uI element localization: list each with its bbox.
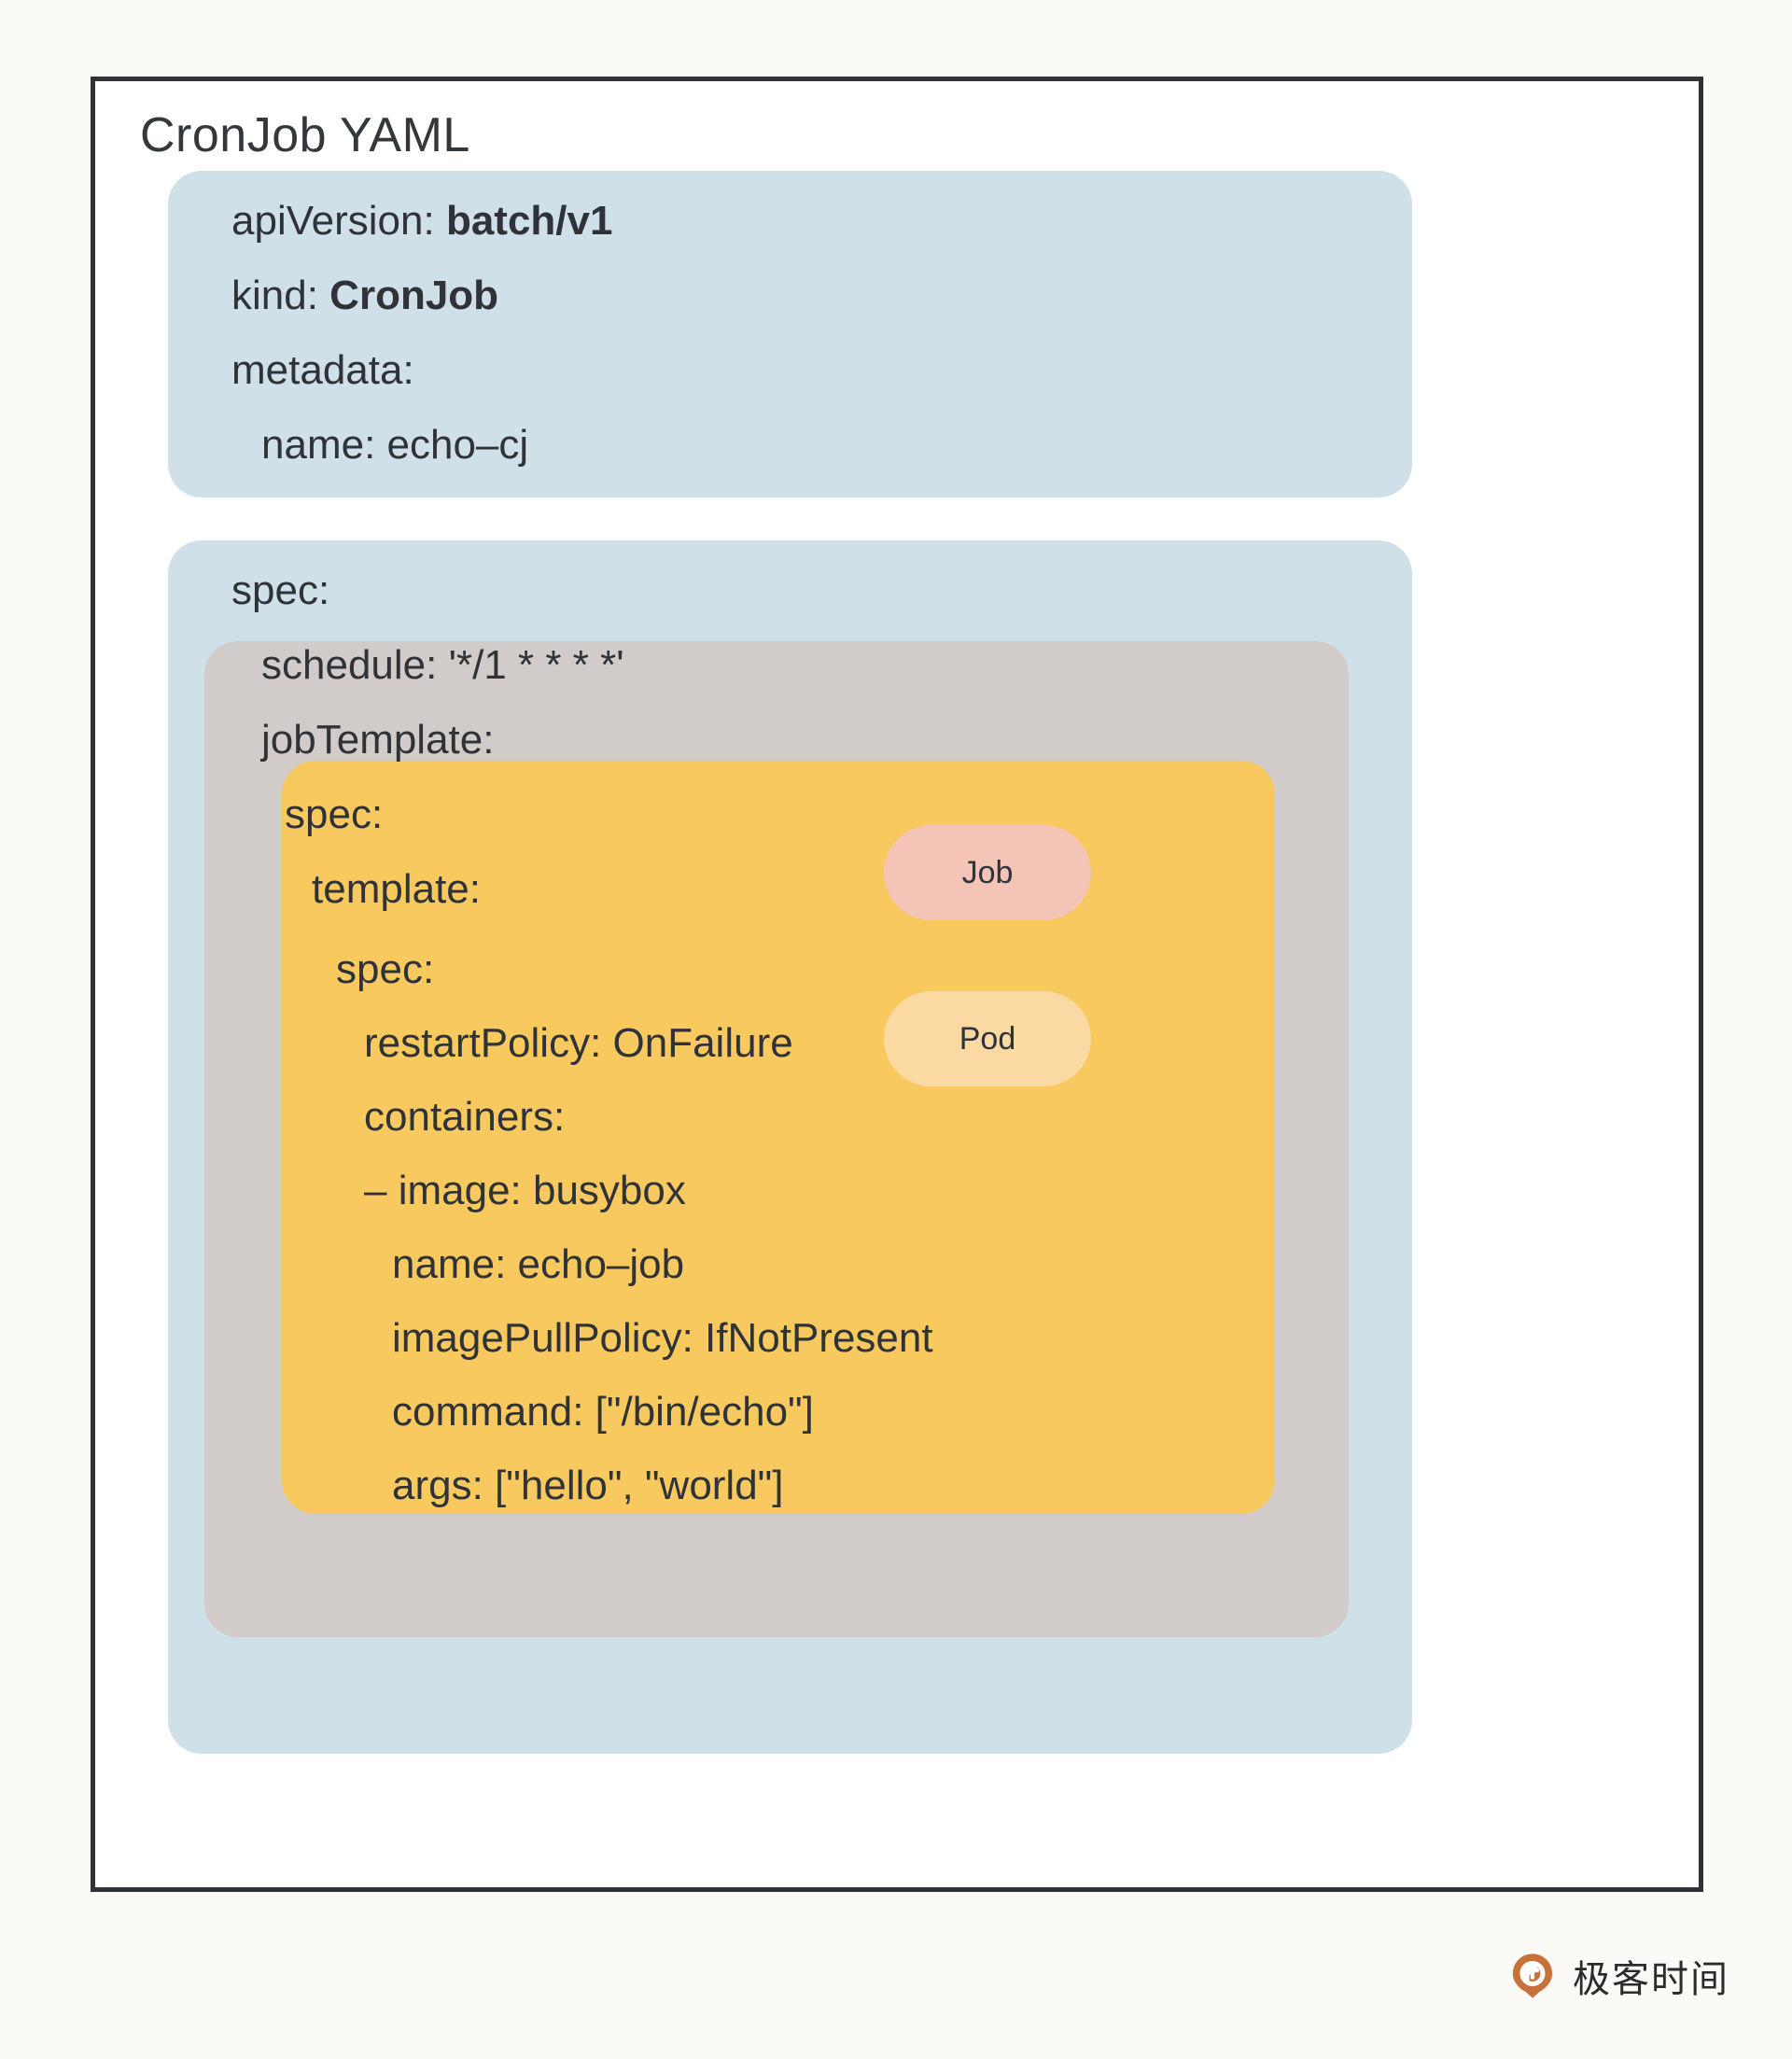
yaml-key-apiversion: apiVersion: — [231, 198, 446, 244]
yaml-line-metadata: metadata: — [231, 347, 414, 393]
watermark-label: 极客时间 — [1573, 1959, 1729, 2000]
yaml-line-metadata-name: name: echo–cj — [261, 422, 529, 468]
cronjob-metadata-block — [168, 171, 1412, 497]
yaml-line-job-template: template: — [312, 866, 481, 912]
yaml-line-apiversion: apiVersion: batch/v1 — [231, 201, 612, 242]
job-badge-label: Job — [961, 854, 1014, 890]
pod-template-block — [282, 761, 1275, 1514]
yaml-line-image: – image: busybox — [364, 1168, 686, 1213]
yaml-value-apiversion: batch/v1 — [445, 198, 613, 244]
geektime-logo-icon — [1512, 1954, 1553, 1998]
page-title: CronJob YAML — [140, 108, 470, 162]
diagram-frame: CronJob YAML apiVersion: batch/v1 kind: … — [91, 77, 1703, 1892]
yaml-line-args: args: ["hello", "world"] — [392, 1463, 784, 1508]
yaml-line-imagepullpolicy: imagePullPolicy: IfNotPresent — [392, 1315, 933, 1361]
job-badge: Job — [884, 825, 1091, 920]
pod-badge: Pod — [884, 991, 1091, 1086]
yaml-line-kind: kind: CronJob — [231, 275, 498, 316]
yaml-line-container-name: name: echo–job — [392, 1241, 685, 1287]
yaml-line-schedule: schedule: '*/1 * * * *' — [261, 642, 624, 688]
yaml-line-containers: containers: — [364, 1094, 566, 1140]
yaml-line-command: command: ["/bin/echo"] — [392, 1389, 814, 1435]
watermark: 极客时间 — [1507, 1949, 1729, 2003]
yaml-line-pod-spec: spec: — [336, 946, 435, 992]
yaml-value-kind: CronJob — [329, 273, 499, 318]
pod-badge-label: Pod — [959, 1020, 1016, 1057]
yaml-key-kind: kind: — [231, 273, 330, 318]
yaml-line-restartpolicy: restartPolicy: OnFailure — [364, 1020, 793, 1066]
yaml-line-job-spec: spec: — [285, 791, 384, 837]
yaml-line-jobtemplate: jobTemplate: — [261, 717, 495, 763]
yaml-line-spec: spec: — [231, 567, 330, 613]
